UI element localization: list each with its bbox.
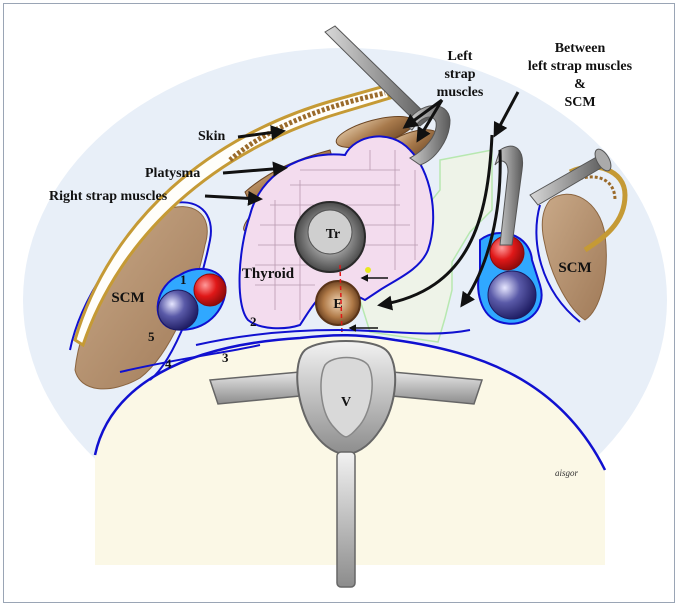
right-strap-label: Right strap muscles	[49, 189, 168, 204]
between-label-line2: left strap muscles	[528, 59, 633, 74]
artist-signature: aisgor	[555, 468, 579, 478]
number-5: 5	[148, 329, 155, 344]
left-carotid-artery	[194, 274, 226, 306]
scm-left-label: SCM	[111, 290, 144, 306]
trachea-label: Tr	[326, 227, 341, 242]
thyroid-label: Thyroid	[242, 266, 295, 282]
left-strap-label-line1: Left	[448, 49, 473, 64]
number-4: 4	[165, 356, 172, 371]
skin-label: Skin	[198, 129, 225, 144]
number-2: 2	[250, 314, 257, 329]
left-strap-label-line2: strap	[444, 67, 475, 82]
vertebra-label: V	[341, 395, 351, 410]
platysma-label: Platysma	[145, 166, 200, 181]
between-label-line3: &	[574, 77, 586, 92]
yellow-marker	[365, 267, 371, 273]
left-jugular-vein	[158, 290, 198, 330]
between-label-line4: SCM	[564, 95, 595, 110]
between-label-line1: Between	[555, 41, 606, 56]
right-jugular-vein	[488, 271, 536, 319]
scm-right-label: SCM	[558, 260, 591, 276]
left-strap-label-line3: muscles	[437, 85, 484, 100]
number-3: 3	[222, 350, 229, 365]
number-1: 1	[180, 272, 187, 287]
